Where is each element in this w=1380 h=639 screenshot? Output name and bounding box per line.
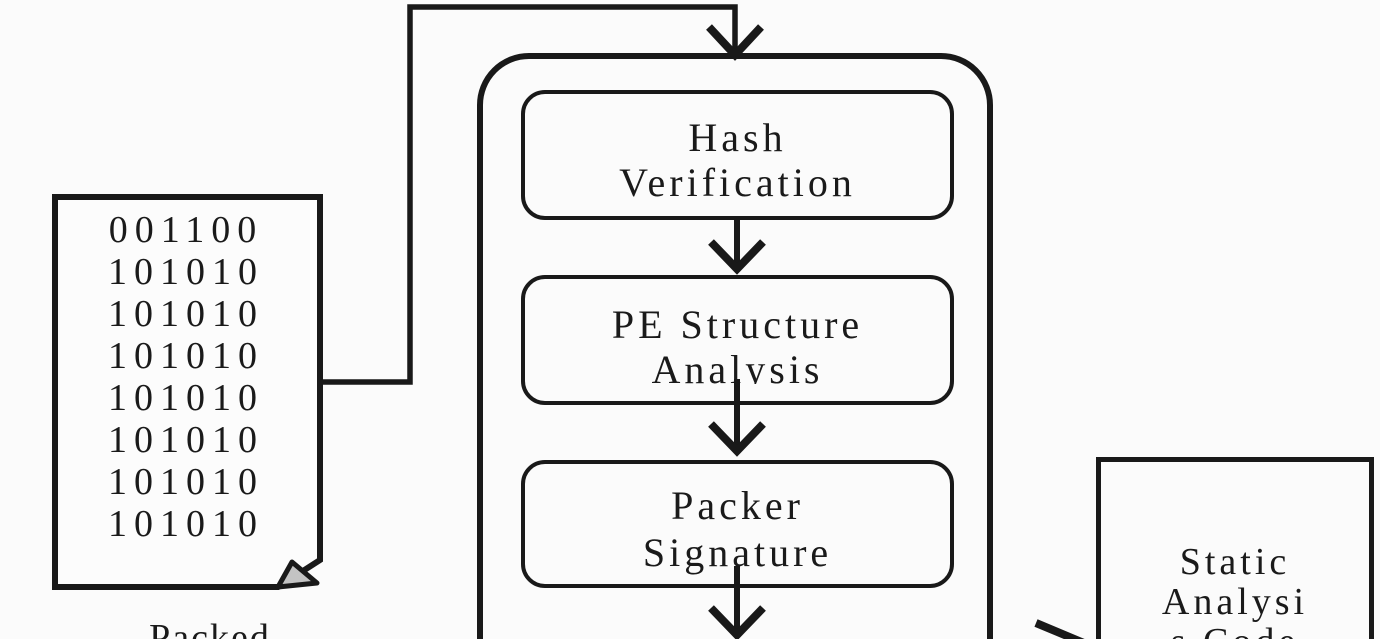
static-analysis-code-label: Static Analysi s Code bbox=[1101, 542, 1369, 639]
binary-content: 001100 101010 101010 101010 101010 10101… bbox=[52, 209, 320, 545]
output-label-line: Static bbox=[1179, 541, 1291, 583]
binary-line: 001100 bbox=[108, 209, 264, 251]
arrow-pipeline-to-static-box bbox=[1034, 619, 1085, 639]
packed-file-label: Packed bbox=[149, 617, 271, 639]
binary-line: 101010 bbox=[108, 461, 264, 503]
step-label-line: Hash bbox=[688, 115, 787, 160]
binary-line: 101010 bbox=[108, 335, 264, 377]
step-label-line: Analysis bbox=[651, 347, 824, 384]
output-label-line: s Code bbox=[1101, 622, 1369, 639]
step-box-pe-structure-analysis: PE Structure Analysis bbox=[521, 275, 954, 405]
binary-line: 101010 bbox=[108, 503, 264, 545]
step-label-line: Signature bbox=[642, 530, 833, 575]
step-label-line: Packer bbox=[671, 483, 804, 528]
arrow-right-icon bbox=[1034, 619, 1085, 639]
file-folded-corner bbox=[275, 559, 320, 590]
binary-line: 101010 bbox=[108, 377, 264, 419]
binary-line: 101010 bbox=[108, 251, 264, 293]
static-analysis-code-box: Static Analysi s Code bbox=[1096, 457, 1374, 639]
arrow-down-icon bbox=[706, 24, 764, 61]
binary-line: 101010 bbox=[108, 293, 264, 335]
step-label-line: Verification bbox=[619, 160, 856, 205]
step-label-line: PE Structure bbox=[611, 302, 864, 347]
step-box-hash-verification: Hash Verification bbox=[521, 90, 954, 220]
output-label-line: Analysi bbox=[1161, 581, 1309, 623]
binary-line: 101010 bbox=[108, 419, 264, 461]
step-box-packer-signature: Packer Signature bbox=[521, 460, 954, 588]
